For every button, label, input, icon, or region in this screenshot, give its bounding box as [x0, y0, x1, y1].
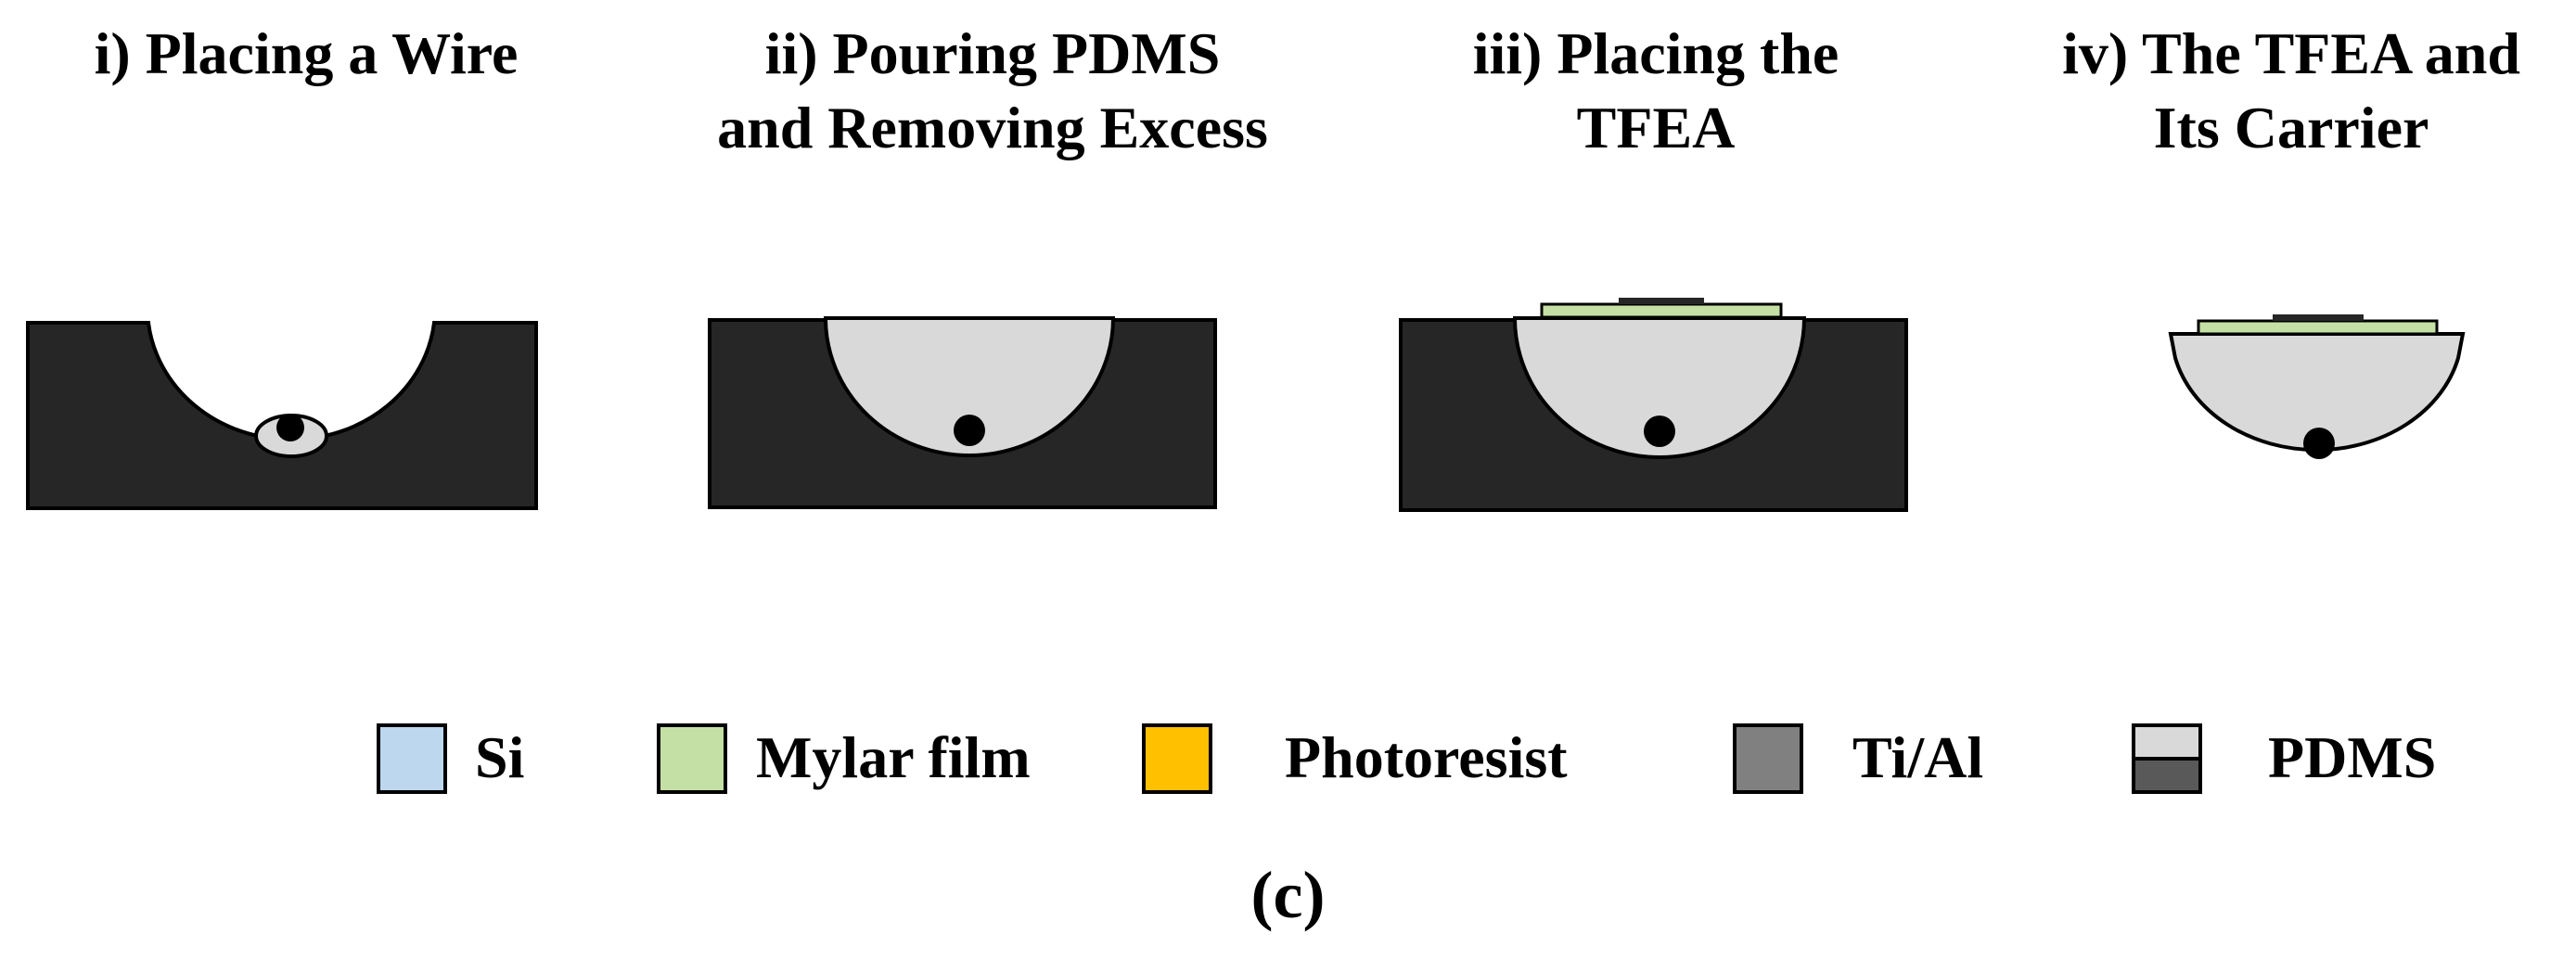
step-title-2: ii) Pouring PDMS and Removing Excess: [663, 17, 1322, 165]
step-3-tfea-electrode: [1619, 298, 1704, 304]
step-4-tfea-electrode: [2273, 314, 2364, 321]
legend-swatch-ti-al: [1733, 723, 1803, 794]
step-4-wire: [2303, 428, 2335, 459]
step-title-2-line1: ii) Pouring PDMS: [764, 20, 1221, 86]
step-4-mylar-film: [2197, 319, 2439, 336]
legend-label-si: Si: [475, 724, 525, 790]
step-2-pdms: [823, 316, 1116, 457]
step-title-4-line1: iv) The TFEA and: [2062, 20, 2520, 86]
step-1-wire: [276, 414, 304, 441]
legend-swatch-si: [377, 723, 447, 794]
step-3-wire: [1644, 416, 1675, 447]
legend-label-ti-al: Ti/Al: [1852, 724, 1984, 790]
step-3-drawing: [1399, 298, 1908, 512]
step-2-drawing: [708, 316, 1217, 509]
step-title-3-line2: TFEA: [1576, 95, 1736, 160]
legend-swatch-mylar-film: [657, 723, 727, 794]
legend-swatches: [377, 723, 2202, 794]
step-2-wire: [954, 415, 985, 446]
step-4-drawing: [2168, 314, 2466, 459]
step-1-drawing: [26, 321, 538, 510]
step-title-4: iv) The TFEA and Its Carrier: [2022, 17, 2560, 165]
step-title-2-line2: and Removing Excess: [717, 95, 1268, 160]
legend-swatch-pdms: [2132, 723, 2202, 794]
step-title-1-line1: i) Placing a Wire: [94, 20, 519, 86]
step-3-pdms: [1512, 316, 1807, 459]
step-title-4-line2: Its Carrier: [2153, 95, 2429, 160]
step-3-mylar-film: [1540, 302, 1783, 319]
figure-caption: (c): [1250, 858, 1326, 932]
legend-label-mylar-film: Mylar film: [756, 724, 1031, 790]
step-title-1: i) Placing a Wire: [37, 17, 575, 91]
step-title-3: iii) Placing the TFEA: [1419, 17, 1892, 165]
legend-label-pdms: PDMS: [2268, 724, 2437, 790]
legend-swatch-photoresist: [1142, 723, 1212, 794]
legend-label-photoresist: Photoresist: [1285, 724, 1568, 790]
step-title-3-line1: iii) Placing the: [1472, 20, 1839, 86]
